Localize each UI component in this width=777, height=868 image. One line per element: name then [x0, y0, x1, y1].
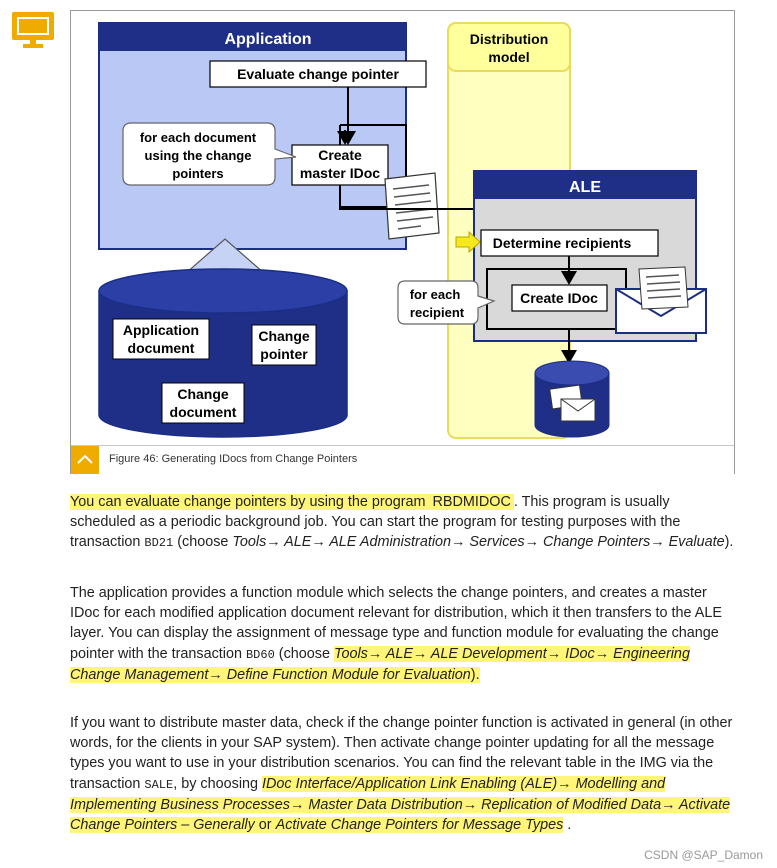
application-document-line1: Application: [123, 322, 199, 338]
application-document-line2: document: [128, 340, 195, 356]
change-document-line1: Change: [177, 386, 229, 402]
monitor-icon: [12, 12, 54, 48]
paragraph-3: If you want to distribute master data, c…: [70, 713, 738, 835]
envelope-icon: [615, 266, 707, 334]
p3-text-1: If you want to distribute master data, c…: [70, 715, 733, 792]
p3-text-4: .: [563, 817, 572, 834]
p1-text-3: (choose: [173, 534, 233, 551]
application-document-box: [112, 318, 210, 360]
p1-menu-path: Tools→ ALE→ ALE Administration→ Services…: [232, 534, 725, 551]
chevron-up-icon[interactable]: [71, 446, 99, 474]
idoc-database-icon: [534, 360, 610, 438]
evaluate-change-pointer-box: [209, 60, 427, 88]
p3-menu-path-2: Activate Change Pointers for Message Typ…: [275, 817, 564, 834]
determine-recipients-label: Determine recipients: [493, 235, 632, 251]
for-each-document-line1: for each document: [140, 130, 257, 145]
for-each-document-line3: pointers: [172, 166, 223, 181]
p2-text-3: ).: [470, 666, 480, 683]
determine-recipients-box: [480, 229, 659, 257]
p1-text-1: You can evaluate change pointers by usin…: [70, 494, 430, 510]
create-master-idoc-label-2: master IDoc: [300, 165, 380, 181]
distribution-model-title: Distribution: [470, 31, 549, 47]
figure-caption: Figure 46: Generating IDocs from Change …: [109, 453, 358, 465]
p2-text-2: (choose: [274, 645, 334, 662]
create-idoc-label: Create IDoc: [520, 290, 598, 306]
change-pointer-line2: pointer: [260, 346, 308, 362]
tcode-bd60: BD60: [245, 647, 275, 662]
yellow-arrow-icon: [455, 230, 481, 254]
for-each-recipient-line1: for each: [410, 287, 461, 302]
tcode-bd21: BD21: [144, 536, 174, 551]
idoc-document-icon: [384, 172, 440, 240]
p1-text-2: . This program is usually scheduled as a…: [70, 494, 681, 551]
p3-text-2: , by choosing: [173, 775, 263, 792]
p2-text-1: The application provides a function modu…: [70, 585, 722, 662]
change-pointer-line1: Change: [258, 328, 310, 344]
change-pointer-box: [251, 324, 317, 366]
distribution-model-subtitle: model: [488, 49, 529, 65]
create-master-idoc-label-1: Create: [318, 147, 362, 163]
for-each-document-callout: [122, 122, 297, 186]
ale-title: ALE: [569, 179, 601, 196]
figure: Distribution model Application Evaluate …: [70, 10, 735, 474]
change-document-line2: document: [170, 404, 237, 420]
paragraph-1: You can evaluate change pointers by usin…: [70, 492, 738, 554]
for-each-document-line2: using the change: [145, 148, 252, 163]
evaluate-change-pointer-label: Evaluate change pointer: [237, 66, 399, 82]
paragraph-2: The application provides a function modu…: [70, 583, 738, 685]
create-idoc-box: [511, 284, 608, 312]
figure-caption-bar: Figure 46: Generating IDocs from Change …: [71, 445, 734, 474]
p1-text-4: ).: [724, 534, 734, 551]
for-each-recipient-callout: [397, 280, 496, 325]
tcode-sale: SALE: [144, 777, 174, 792]
watermark: CSDN @SAP_Damon: [644, 848, 763, 862]
application-title: Application: [224, 31, 311, 48]
change-document-box: [161, 382, 245, 424]
p3-text-3: or: [254, 817, 276, 834]
for-each-recipient-line2: recipient: [410, 305, 465, 320]
program-name: RBDMIDOC: [429, 494, 514, 510]
